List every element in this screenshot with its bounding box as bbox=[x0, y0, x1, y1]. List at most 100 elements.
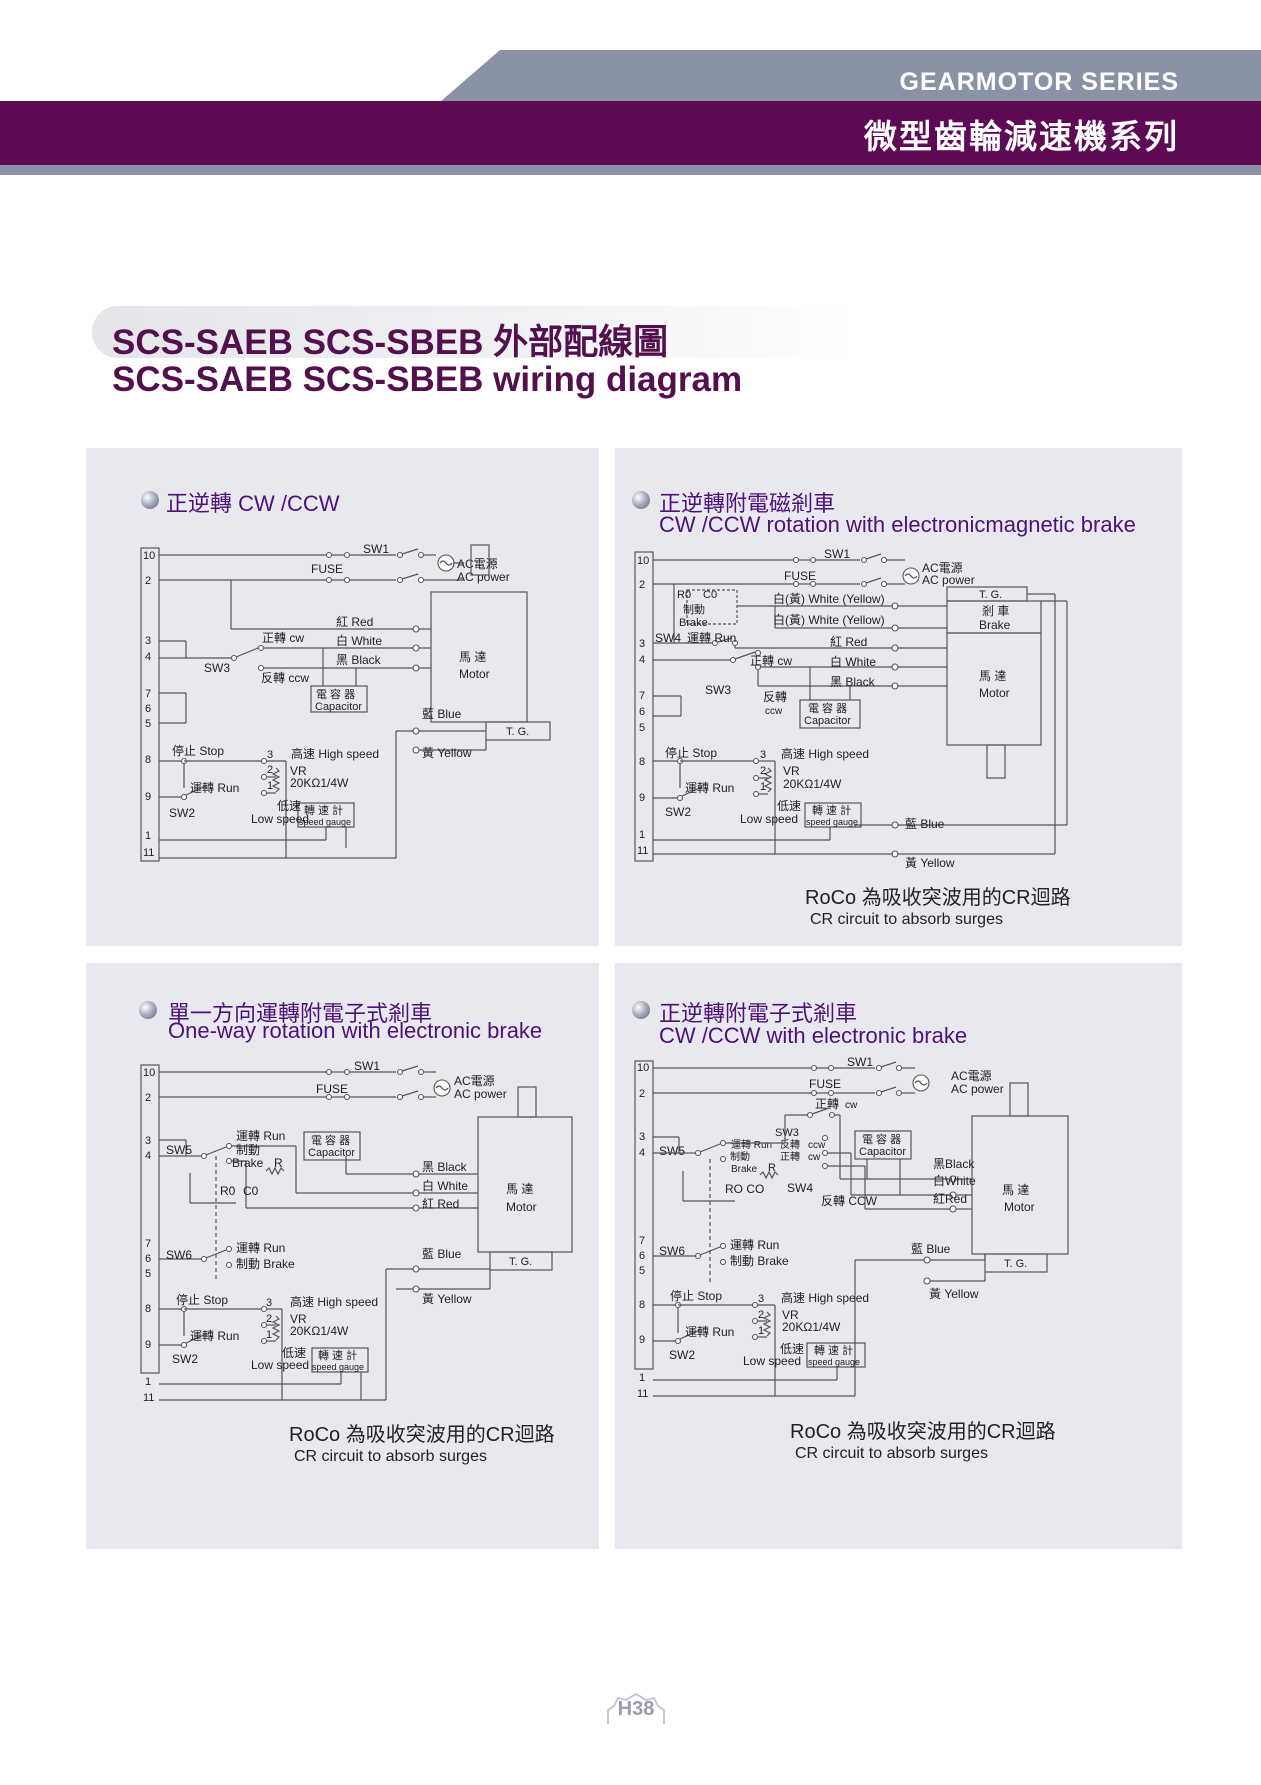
svg-text:FUSE: FUSE bbox=[809, 1077, 841, 1091]
panel-bullet-icon bbox=[632, 1001, 650, 1019]
svg-text:白 White: 白 White bbox=[422, 1178, 468, 1193]
series-title-en: GEARMOTOR SERIES bbox=[899, 68, 1179, 96]
speed-gauge bbox=[311, 1347, 369, 1373]
svg-text:白 White: 白 White bbox=[830, 654, 876, 669]
svg-text:4: 4 bbox=[639, 1147, 645, 1159]
svg-text:SW3: SW3 bbox=[705, 683, 731, 697]
tg-box bbox=[489, 1251, 553, 1271]
svg-text:7: 7 bbox=[145, 1238, 151, 1250]
svg-text:VR: VR bbox=[290, 1312, 307, 1326]
svg-text:電 容 器: 電 容 器 bbox=[862, 1132, 901, 1146]
svg-text:3: 3 bbox=[639, 638, 645, 650]
gauge-label: 轉 速 計 bbox=[304, 803, 343, 817]
svg-text:高速 High speed: 高速 High speed bbox=[781, 1290, 869, 1305]
ac-power-label: AC power bbox=[457, 570, 510, 584]
svg-text:AC power: AC power bbox=[922, 573, 975, 587]
svg-text:黃 Yellow: 黃 Yellow bbox=[905, 856, 955, 870]
svg-text:2: 2 bbox=[145, 1092, 151, 1104]
terminal-block bbox=[140, 1064, 160, 1374]
svg-text:Capacitor: Capacitor bbox=[859, 1146, 906, 1158]
vr-label: VR bbox=[290, 764, 307, 778]
svg-text:制動 Brake: 制動 Brake bbox=[730, 1254, 789, 1268]
svg-text:SW1: SW1 bbox=[847, 1055, 873, 1069]
svg-text:馬 達: 馬 達 bbox=[1002, 1183, 1029, 1197]
svg-text:轉 速 計: 轉 速 計 bbox=[812, 803, 851, 817]
gear-icon bbox=[607, 1692, 665, 1724]
header-divider bbox=[0, 165, 1261, 175]
svg-text:紅 Red: 紅 Red bbox=[830, 635, 867, 649]
svg-text:cw: cw bbox=[808, 1152, 821, 1163]
svg-text:Motor: Motor bbox=[1004, 1200, 1035, 1214]
panel-title: 正逆轉附電磁剎車 bbox=[659, 491, 836, 516]
svg-text:R: R bbox=[274, 1156, 283, 1170]
switch-label: 反轉 ccw bbox=[261, 671, 309, 685]
switch-label: SW2 bbox=[169, 806, 195, 820]
svg-text:6: 6 bbox=[145, 1253, 151, 1265]
svg-text:8: 8 bbox=[639, 1299, 645, 1311]
terminal-label: 4 bbox=[145, 651, 151, 663]
ac-power-label: AC電源 bbox=[457, 557, 498, 571]
svg-text:黑Black: 黑Black bbox=[933, 1157, 975, 1171]
svg-text:Low speed: Low speed bbox=[743, 1354, 801, 1368]
svg-text:SW3: SW3 bbox=[775, 1127, 799, 1139]
svg-text:黃 Yellow: 黃 Yellow bbox=[929, 1287, 979, 1301]
svg-text:電 容 器: 電 容 器 bbox=[311, 1133, 350, 1147]
svg-text:1: 1 bbox=[760, 781, 766, 793]
svg-text:R0: R0 bbox=[220, 1184, 236, 1198]
panel-title: 正逆轉 CW /CCW bbox=[166, 491, 340, 516]
svg-text:VR: VR bbox=[783, 764, 800, 778]
svg-text:RO CO: RO CO bbox=[725, 1182, 764, 1196]
capacitor-label: Capacitor bbox=[315, 701, 362, 713]
svg-text:1: 1 bbox=[267, 780, 273, 792]
page-title-en: SCS-SAEB SCS-SBEB wiring diagram bbox=[112, 360, 743, 399]
terminal-label: 9 bbox=[145, 791, 151, 803]
cr-note-zh: RoCo 為吸收突波用的CR迴路 bbox=[790, 1421, 1056, 1443]
wiring-diagram: 10 2 3 4 7 6 5 8 9 1 11 SW1 FUSE AC電源 AC… bbox=[634, 547, 1068, 870]
svg-text:6: 6 bbox=[639, 706, 645, 718]
svg-text:SW5: SW5 bbox=[659, 1144, 685, 1158]
svg-text:C0: C0 bbox=[243, 1184, 259, 1198]
svg-text:反轉: 反轉 bbox=[763, 690, 787, 704]
svg-text:黑 Black: 黑 Black bbox=[422, 1160, 468, 1174]
gauge-label: speed gauge bbox=[299, 817, 351, 827]
run-label: 運轉 Run bbox=[190, 781, 239, 795]
page-number: H38 bbox=[600, 1690, 672, 1730]
wire-label-black: 黑 Black bbox=[336, 653, 382, 667]
svg-text:轉 速 計: 轉 速 計 bbox=[318, 1348, 357, 1362]
svg-text:紅Red: 紅Red bbox=[933, 1192, 967, 1206]
motor-shaft bbox=[1009, 1082, 1029, 1117]
svg-text:3: 3 bbox=[145, 1135, 151, 1147]
svg-text:speed gauge: speed gauge bbox=[312, 1362, 364, 1372]
svg-text:白(黃) White (Yellow): 白(黃) White (Yellow) bbox=[773, 612, 885, 627]
vr-value: 20KΩ1/4W bbox=[290, 776, 349, 790]
svg-text:紅 Red: 紅 Red bbox=[422, 1197, 459, 1211]
terminal-label: 7 bbox=[145, 688, 151, 700]
svg-text:speed gauge: speed gauge bbox=[806, 817, 858, 827]
cr-note-en: CR circuit to absorb surges bbox=[294, 1448, 487, 1465]
svg-text:T. G.: T. G. bbox=[1004, 1258, 1027, 1270]
svg-text:SW2: SW2 bbox=[669, 1348, 695, 1362]
svg-text:制動: 制動 bbox=[683, 602, 705, 616]
panel-title: 正逆轉附電子式剎車 bbox=[659, 1001, 858, 1026]
svg-text:7: 7 bbox=[639, 1235, 645, 1247]
motor-shaft bbox=[470, 544, 490, 576]
svg-text:轉 速 計: 轉 速 計 bbox=[814, 1343, 853, 1357]
stop-label: 停止 Stop bbox=[172, 743, 224, 758]
svg-text:制動: 制動 bbox=[730, 1150, 750, 1163]
terminal-label: 2 bbox=[145, 575, 151, 587]
motor-body bbox=[430, 591, 528, 723]
cr-note-zh: RoCo 為吸收突波用的CR迴路 bbox=[805, 887, 1071, 909]
svg-text:Brake: Brake bbox=[679, 617, 708, 629]
fuse-label: SW1 bbox=[363, 542, 389, 556]
low-speed-label: 低速 bbox=[277, 799, 301, 813]
wiring-diagram: 10 2 3 4 7 6 5 8 9 1 11 SW1 FUSE AC電源 AC… bbox=[140, 1059, 573, 1404]
svg-text:Brake: Brake bbox=[232, 1156, 264, 1170]
terminal-label: 5 bbox=[145, 718, 151, 730]
svg-text:Motor: Motor bbox=[506, 1200, 537, 1214]
panel-subtitle: One-way rotation with electronic brake bbox=[168, 1018, 543, 1043]
svg-text:2: 2 bbox=[758, 1309, 764, 1321]
svg-text:R0: R0 bbox=[677, 589, 691, 601]
panel-title: 單一方向運轉附電子式剎車 bbox=[168, 1001, 433, 1026]
svg-text:SW4: SW4 bbox=[655, 631, 681, 645]
svg-text:低速: 低速 bbox=[777, 799, 801, 813]
